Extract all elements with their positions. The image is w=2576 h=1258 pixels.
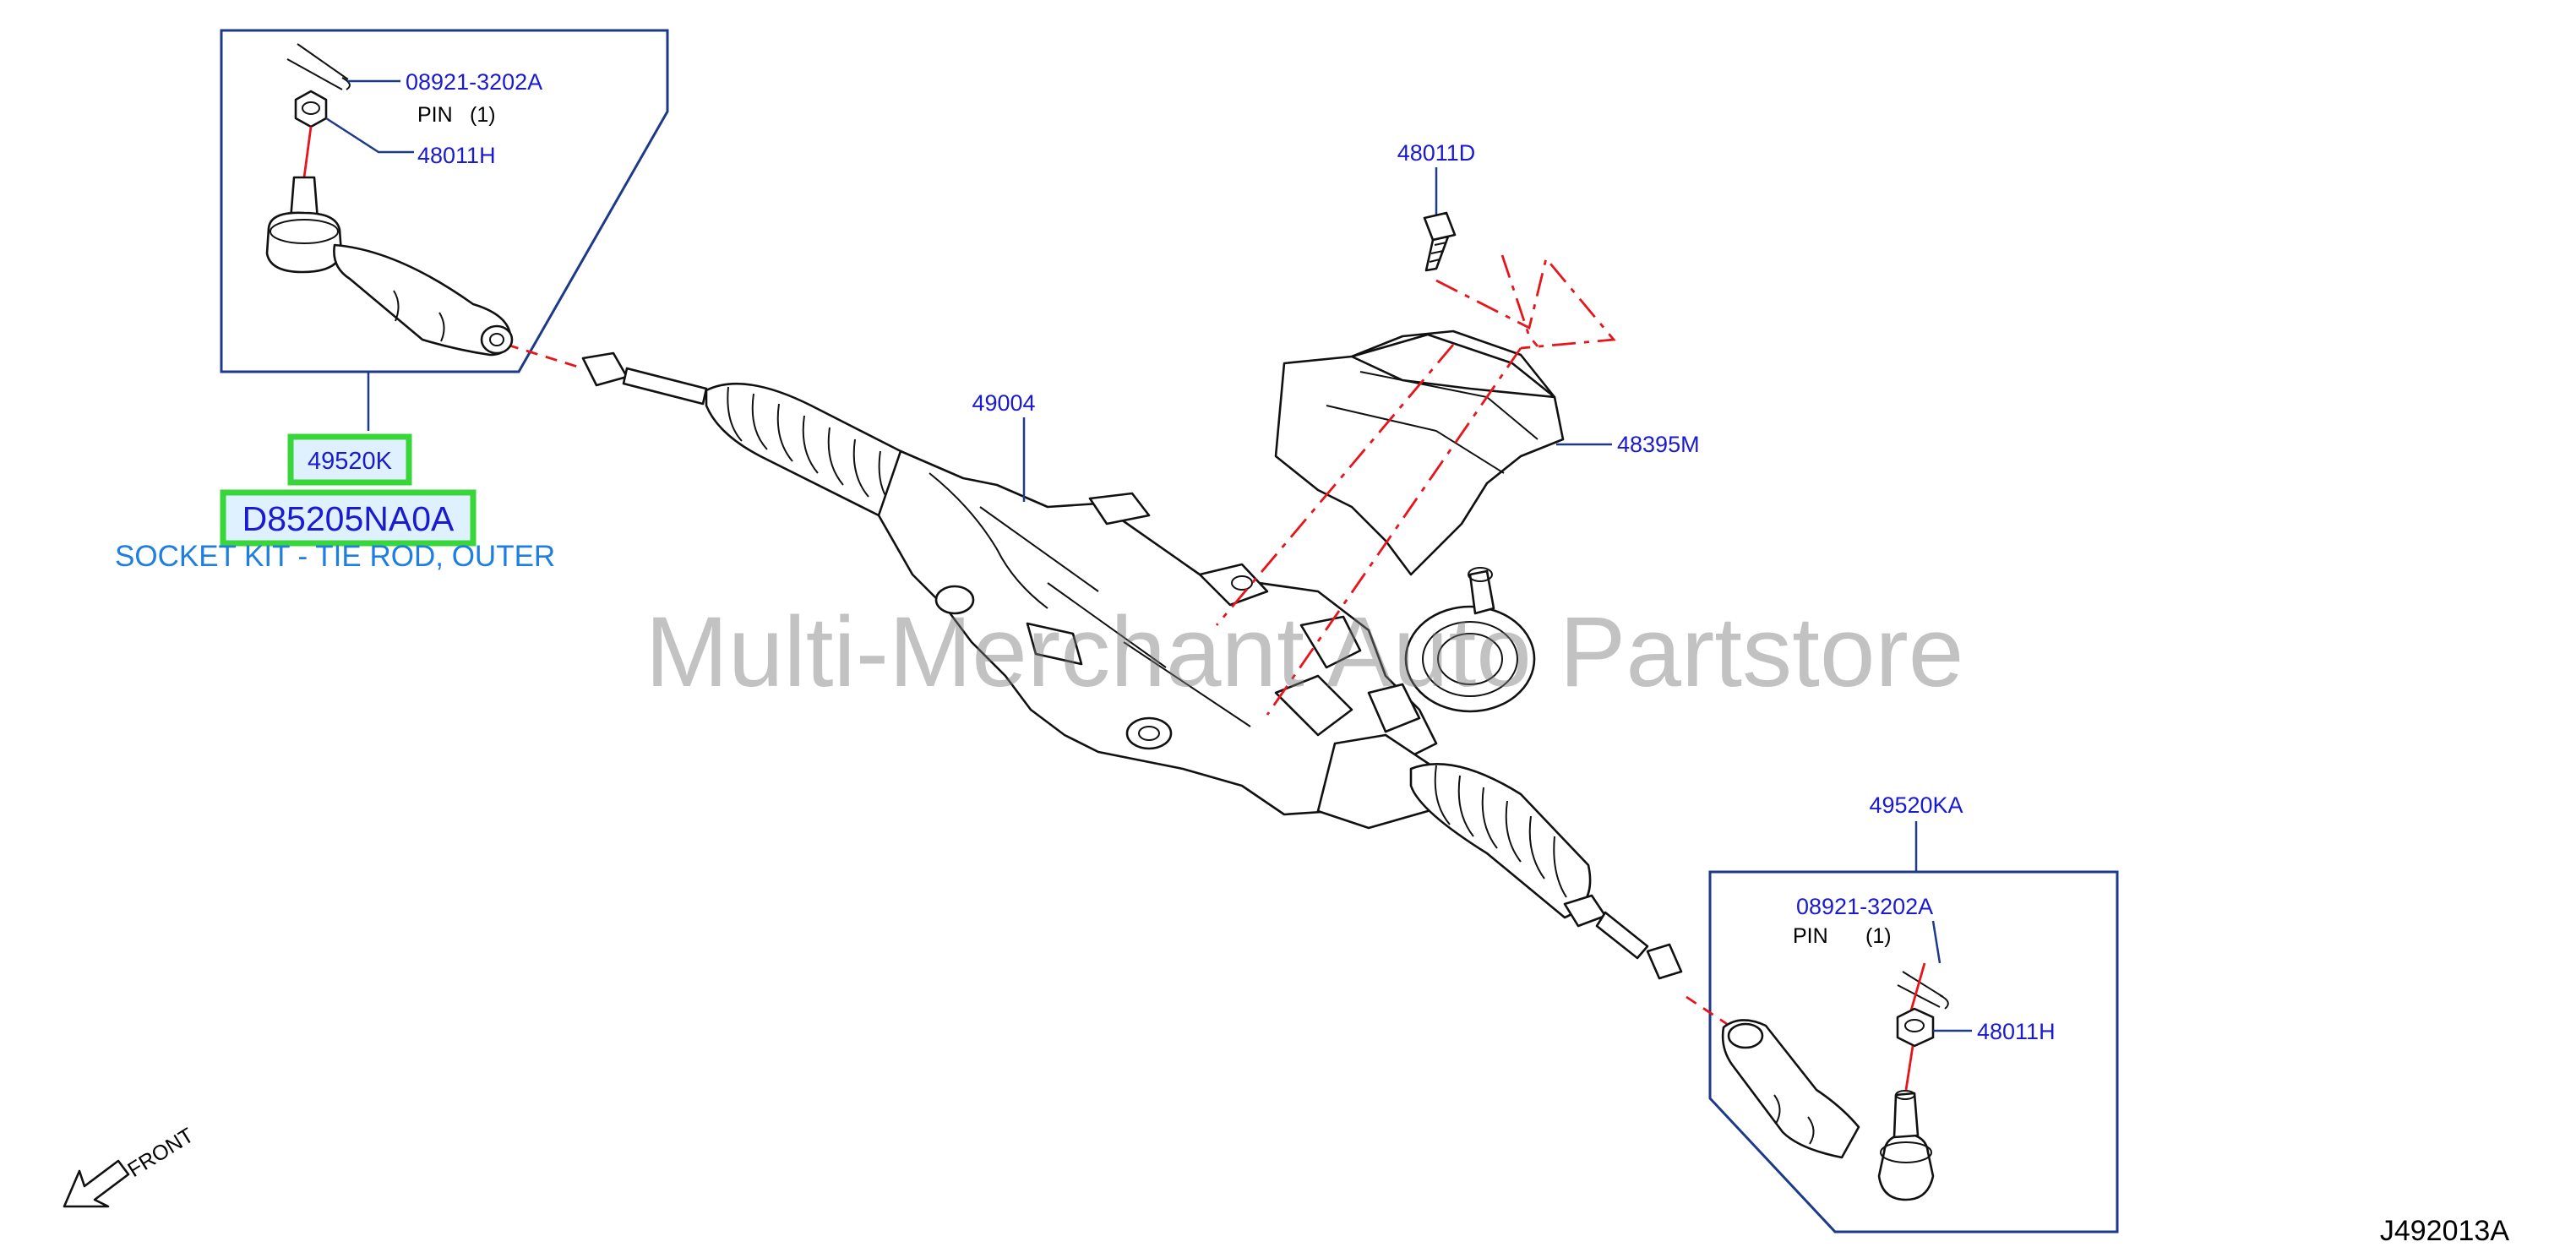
shield-centerline-4 xyxy=(1266,347,1522,716)
left-pin-qty: (1) xyxy=(470,103,496,127)
cotter-pin-icon xyxy=(1897,971,1949,1010)
right-pin-qty: (1) xyxy=(1865,924,1892,948)
castle-nut-icon xyxy=(1896,1007,1935,1048)
left-nut-leader xyxy=(325,117,414,154)
cotter-pin-icon xyxy=(286,43,351,90)
castle-nut-icon xyxy=(294,90,328,128)
steering-rack-assembly xyxy=(581,351,1683,980)
left-nut-label[interactable]: 48011H xyxy=(417,143,496,168)
right-centerline xyxy=(1909,962,1926,1011)
shield-centerline-3 xyxy=(1215,344,1455,626)
right-detail-frame xyxy=(1708,870,2119,1233)
highlight-oem-number[interactable]: D85205NA0A xyxy=(242,499,455,538)
left-joint-centerline xyxy=(506,343,584,370)
diagram-code: J492013A xyxy=(2380,1215,2509,1247)
left-pin-text: PIN xyxy=(417,103,453,127)
left-centerline xyxy=(302,126,313,178)
rack-label[interactable]: 49004 xyxy=(972,390,1035,416)
shield-centerline-1 xyxy=(1500,254,1539,347)
watermark-text: Multi-Merchant Auto Partstore xyxy=(645,596,1964,708)
right-joint-centerline xyxy=(1686,995,1728,1026)
highlight-part-number[interactable]: 49520K xyxy=(308,448,393,475)
highlight-description: SOCKET KIT - TIE ROD, OUTER xyxy=(115,540,555,573)
right-pin-leader xyxy=(1931,920,1942,964)
right-assembly-label[interactable]: 49520KA xyxy=(1869,792,1963,818)
right-pin-part-label[interactable]: 08921-3202A xyxy=(1796,894,1933,919)
right-centerline-2 xyxy=(1904,1045,1914,1091)
bolt-label[interactable]: 48011D xyxy=(1397,140,1476,166)
heat-shield xyxy=(1274,329,1565,576)
left-tie-rod-end xyxy=(265,176,514,357)
highlight-oem-box xyxy=(220,489,477,547)
right-nut-label[interactable]: 48011H xyxy=(1977,1019,2056,1044)
right-tie-rod-end xyxy=(1721,1019,1935,1201)
front-arrow-icon xyxy=(63,1159,130,1208)
front-label: FRONT xyxy=(123,1124,198,1182)
right-pin-text: PIN xyxy=(1793,924,1828,948)
left-detail-frame xyxy=(220,29,669,373)
highlight-part-box xyxy=(287,433,412,486)
bolt-icon xyxy=(1423,211,1457,272)
left-pin-part-label[interactable]: 08921-3202A xyxy=(406,69,542,95)
heat-shield-label[interactable]: 48395M xyxy=(1617,432,1700,457)
